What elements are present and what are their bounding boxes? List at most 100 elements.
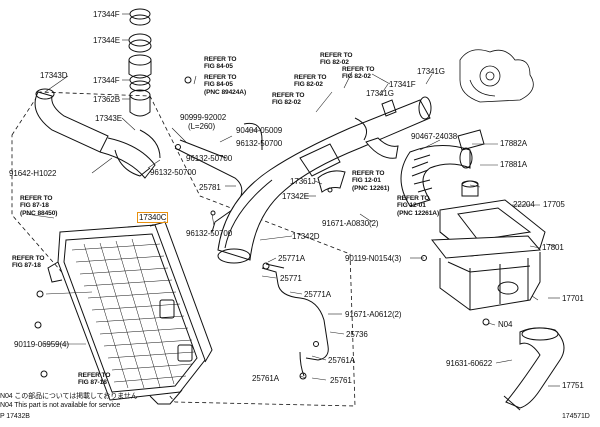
refer-line: FIG 82-02 (294, 81, 323, 89)
refer-fig-12-01-a[interactable]: REFER TO FIG 12-01 (PNC 12261) (352, 170, 389, 192)
refer-line: FIG 82-02 (272, 99, 301, 107)
refer-line: (PNC 88450) (20, 209, 58, 217)
refer-fig-87-18-b[interactable]: REFER TO FIG 87-18 (12, 255, 45, 270)
refer-line: FIG 82-02 (342, 73, 371, 81)
refer-fig-84-05-b[interactable]: REFER TO FIG 84-05 (PNC 89424A) (204, 74, 246, 96)
refer-line: FIG 82-02 (320, 59, 349, 67)
callout-17341f: 17341F (389, 80, 416, 89)
refer-line: REFER TO (20, 195, 53, 202)
callout-91642-h1022: 91642-H1022 (9, 169, 57, 178)
refer-fig-12-01-b[interactable]: REFER TO FIG 12-01 (PNC 12261A) (397, 195, 439, 217)
intake-hose-left (34, 88, 161, 179)
bolt-icon (327, 187, 333, 193)
refer-line: REFER TO (12, 255, 45, 262)
refer-line: REFER TO (352, 170, 385, 177)
refer-fig-84-05-a[interactable]: REFER TO FIG 84-05 (204, 56, 237, 71)
callout-25771: 25771 (280, 274, 302, 283)
callout-90467-24038: 90467-24038 (411, 132, 458, 141)
callout-25761a-a: 25761A (328, 356, 355, 365)
figure-code-left: P 17432B (0, 413, 30, 420)
refer-fig-82-02-a[interactable]: REFER TO FIG 82-02 (320, 52, 353, 67)
callout-17801: 17801 (542, 243, 564, 252)
callout-25781: 25781 (199, 183, 221, 192)
callout-length-260: (L=260) (188, 122, 216, 131)
refer-line: FIG 84-05 (204, 81, 233, 89)
refer-line: FIG 12-01 (397, 202, 426, 210)
callout-17882a: 17882A (500, 139, 527, 148)
callout-17343e: 17343E (95, 114, 122, 123)
refer-line: (PNC 12261A) (397, 209, 440, 217)
callout-96132-50700-c: 96132-50700 (186, 154, 233, 163)
callout-22204: 22204 (513, 200, 535, 209)
callout-90404-05009: 90404-05009 (236, 126, 283, 135)
callout-25771a-a: 25771A (278, 254, 305, 263)
refer-line: FIG 87-18 (78, 379, 107, 387)
callout-17341g: 17341G (417, 67, 445, 76)
refer-fig-87-18-a[interactable]: REFER TO FIG 87-18 (PNC 88450) (20, 195, 57, 217)
refer-line: REFER TO (272, 92, 305, 99)
refer-line: REFER TO (397, 195, 430, 202)
refer-line: FIG 12-01 (352, 177, 381, 185)
bolt-icon (34, 321, 42, 329)
air-cleaner-case (431, 180, 546, 326)
callout-17705: 17705 (543, 200, 565, 209)
refer-line: REFER TO (204, 56, 237, 63)
refer-line: REFER TO (342, 66, 375, 73)
callout-17751: 17751 (562, 381, 584, 390)
callout-17362b: 17362B (93, 95, 120, 104)
callout-91671-a0830: 91671-A0830(2) (322, 219, 379, 228)
callout-17344f-top: 17344F (93, 10, 120, 19)
bolt-icon (184, 76, 192, 84)
refer-line: REFER TO (320, 52, 353, 59)
callout-17340c-highlighted[interactable]: 17340C (136, 212, 169, 223)
figure-code-right: 174571D (562, 413, 590, 420)
callout-96132-50700-b: 96132-50700 (236, 139, 283, 148)
hose-17361j (317, 170, 346, 193)
air-inlet-duct (503, 327, 565, 411)
callout-17361j: 17361J (290, 177, 316, 186)
refer-line: REFER TO (78, 372, 111, 379)
callout-90999-92002: 90999-92002 (180, 113, 227, 122)
callout-25736: 25736 (346, 330, 368, 339)
refer-fig-82-02-c[interactable]: REFER TO FIG 82-02 (294, 74, 327, 89)
refer-fig-87-18-c[interactable]: REFER TO FIG 87-18 (78, 372, 111, 387)
vacuum-hose-set (261, 262, 329, 380)
bolt-icon (36, 290, 44, 298)
callout-91671-a0612: 91671-A0612(2) (345, 310, 402, 319)
callout-90119-n0154: 90119-N0154(3) (345, 254, 402, 263)
callout-25761: 25761 (330, 376, 352, 385)
callout-90119-06959: 90119-06959(4) (14, 340, 69, 349)
callout-17701: 17701 (562, 294, 584, 303)
hose-clamp-stack (128, 8, 152, 117)
callout-17342d: 17342D (292, 232, 320, 241)
callout-91631-60622: 91631-60622 (446, 359, 493, 368)
hose-17361j-b (365, 137, 399, 159)
refer-line: FIG 87-18 (12, 262, 41, 270)
callout-25761a-b: 25761A (252, 374, 279, 383)
callout-96132-50700-a: 96132-50700 (150, 168, 197, 177)
callout-17343d: 17343D (40, 71, 68, 80)
turbo-outline (459, 49, 534, 103)
refer-line: REFER TO (204, 74, 237, 81)
refer-line: (PNC 89424A) (204, 88, 247, 96)
callout-n04: N04 (498, 320, 513, 329)
intercooler-core (47, 221, 213, 405)
footnote-english: N04 This part is not available for servi… (0, 402, 121, 409)
refer-line: FIG 87-18 (20, 202, 49, 210)
callout-96132-50700-d: 96132-50700 (186, 229, 233, 238)
refer-fig-82-02-d[interactable]: REFER TO FIG 82-02 (272, 92, 305, 107)
refer-line: (PNC 12261) (352, 184, 390, 192)
callout-17341g-b: 17341G (366, 89, 394, 98)
refer-fig-82-02-b[interactable]: REFER TO FIG 82-02 (342, 66, 375, 81)
callout-25771a-b: 25771A (304, 290, 331, 299)
refer-line: FIG 84-05 (204, 63, 233, 71)
footnote-japanese: N04 この部品については掲載しておりません (0, 393, 138, 400)
refer-line: REFER TO (294, 74, 327, 81)
bolt-icon (40, 370, 48, 378)
callout-17344e: 17344E (93, 36, 120, 45)
callout-17342e: 17342E (282, 192, 309, 201)
callout-17881a: 17881A (500, 160, 527, 169)
corrugated-intake-duct (400, 129, 485, 207)
